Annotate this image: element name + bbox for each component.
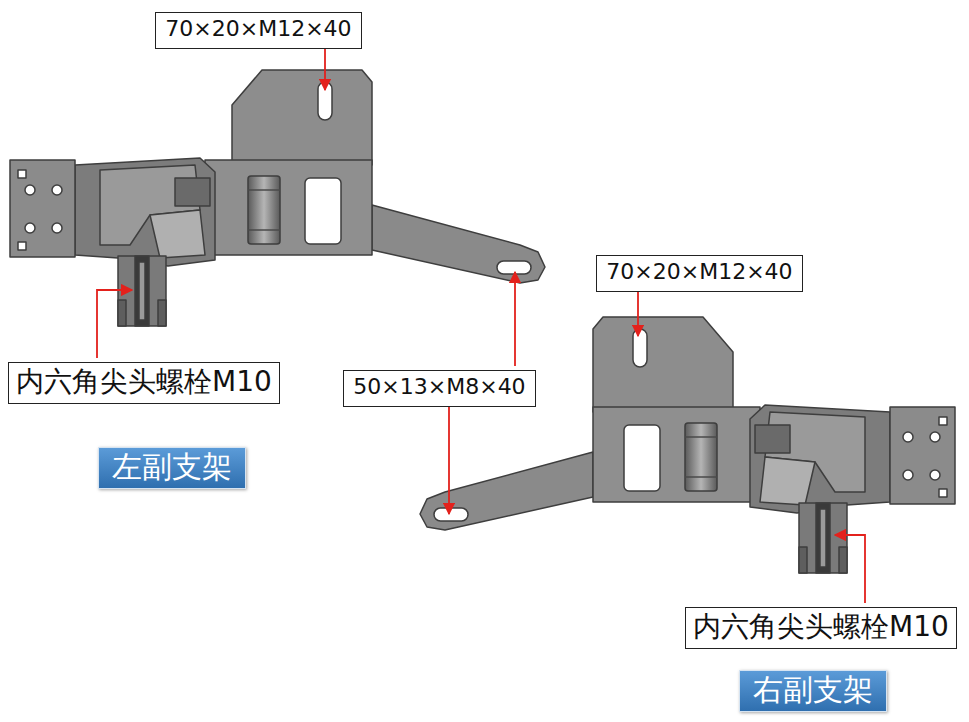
callout-text: 右副支架 (753, 672, 873, 708)
callout-box: 内六角尖头螺栓M10 (685, 607, 957, 649)
callout-text: 50×13×M8×40 (353, 374, 525, 400)
callout-box: 70×20×M12×40 (155, 12, 362, 49)
callout-text: 70×20×M12×40 (165, 16, 351, 42)
callout-box: 内六角尖头螺栓M10 (8, 362, 280, 404)
callout-box: 70×20×M12×40 (596, 255, 803, 292)
bracket-name-tag: 右副支架 (739, 670, 887, 712)
callout-text: 内六角尖头螺栓M10 (16, 365, 272, 399)
leader-line (97, 48, 865, 603)
callout-text: 内六角尖头螺栓M10 (693, 610, 949, 644)
callout-text: 70×20×M12×40 (606, 259, 792, 285)
callout-text: 左副支架 (112, 449, 232, 485)
callout-box: 50×13×M8×40 (343, 370, 536, 407)
bracket-name-tag: 左副支架 (98, 447, 246, 489)
